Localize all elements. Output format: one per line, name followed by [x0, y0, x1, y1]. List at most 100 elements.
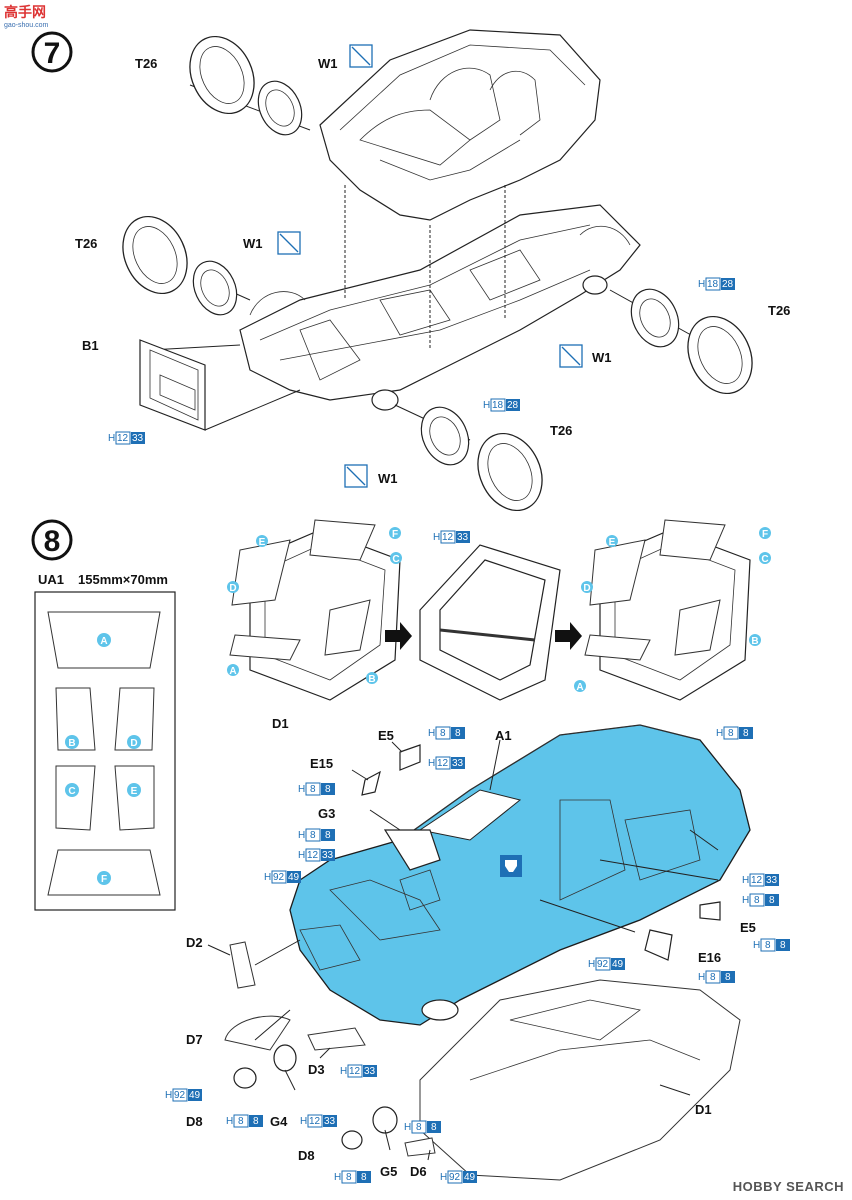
svg-text:8: 8: [440, 728, 446, 739]
label-d3: D3: [308, 1062, 325, 1077]
paint-callout-d8: H 8 8: [226, 1114, 263, 1128]
svg-text:H: H: [433, 532, 440, 543]
svg-text:49: 49: [612, 959, 624, 970]
paint-callout-b1: H 12 33: [108, 431, 145, 445]
small-parts: [224, 744, 721, 1157]
mask-title: UA1: [38, 572, 64, 587]
svg-text:H: H: [753, 940, 760, 951]
svg-text:33: 33: [457, 532, 469, 543]
svg-text:8: 8: [765, 940, 771, 951]
svg-text:8: 8: [455, 728, 461, 739]
svg-text:H: H: [698, 279, 705, 290]
label-g3: G3: [318, 806, 335, 821]
svg-text:8: 8: [238, 1116, 244, 1127]
step-8-number: 8: [44, 525, 61, 558]
paint-callout-body: H 8 8: [716, 726, 753, 740]
paint-callout-side: H 8 8: [742, 893, 779, 907]
svg-text:33: 33: [452, 758, 464, 769]
svg-text:A: A: [229, 666, 236, 677]
svg-text:12: 12: [307, 850, 319, 861]
label-g4: G4: [270, 1114, 288, 1129]
svg-text:49: 49: [464, 1172, 476, 1183]
paint-callout-d6: H 92 49: [440, 1170, 477, 1184]
window-assembled: [584, 519, 751, 701]
svg-text:B: B: [751, 636, 758, 647]
svg-text:8: 8: [431, 1122, 437, 1133]
svg-text:8: 8: [743, 728, 749, 739]
label-w1: W1: [243, 236, 263, 251]
svg-text:E: E: [609, 537, 616, 548]
label-e16: E16: [698, 950, 721, 965]
window-letters: E F C D B A: [227, 527, 402, 685]
leader-lines: [207, 739, 719, 1161]
svg-text:F: F: [762, 529, 768, 540]
label-e5: E5: [740, 920, 756, 935]
paint-callout-wheel: H 18 28: [698, 277, 735, 291]
label-d2: D2: [186, 935, 203, 950]
paint-callout-g4: H 12 33: [300, 1114, 337, 1128]
paint-callout-g5: H 8 8: [334, 1170, 371, 1184]
svg-text:H: H: [340, 1066, 347, 1077]
svg-text:H: H: [298, 850, 305, 861]
paint-callout-hood: H 92 49: [264, 870, 301, 884]
paint-callout-wheel: H 18 28: [483, 398, 520, 412]
svg-text:12: 12: [349, 1066, 361, 1077]
svg-text:12: 12: [442, 532, 454, 543]
cement-icon: [500, 855, 522, 877]
footer-brand: HOBBY SEARCH: [732, 1179, 844, 1194]
interior-tub: [319, 29, 601, 221]
svg-text:8: 8: [769, 895, 775, 906]
svg-text:B: B: [368, 674, 375, 685]
label-w1: W1: [592, 350, 612, 365]
label-w1: W1: [378, 471, 398, 486]
svg-text:12: 12: [751, 875, 763, 886]
label-d6: D6: [410, 1164, 427, 1179]
svg-text:A: A: [576, 682, 583, 693]
svg-text:H: H: [165, 1090, 172, 1101]
svg-text:8: 8: [361, 1172, 367, 1183]
svg-text:A: A: [100, 636, 107, 647]
label-d1: D1: [272, 716, 289, 731]
step-7-badge: [31, 31, 73, 73]
svg-text:12: 12: [117, 433, 129, 444]
label-b1: B1: [82, 338, 99, 353]
svg-text:H: H: [440, 1172, 447, 1183]
svg-text:28: 28: [507, 400, 519, 411]
svg-text:H: H: [298, 830, 305, 841]
wheel-mid-left: [122, 215, 238, 316]
svg-text:D: D: [130, 738, 137, 749]
paint-callout-e15: H 8 8: [298, 782, 335, 796]
wheel-top-left: [189, 35, 303, 136]
svg-text:E: E: [259, 537, 266, 548]
label-d8: D8: [298, 1148, 315, 1163]
paint-callout-g3: H 8 8: [298, 828, 335, 842]
clear-body-d1: [419, 979, 741, 1181]
svg-text:33: 33: [364, 1066, 376, 1077]
label-t26: T26: [550, 423, 572, 438]
paint-callout-e5: H 8 8: [753, 938, 790, 952]
label-e5: E5: [378, 728, 394, 743]
svg-text:49: 49: [189, 1090, 201, 1101]
svg-text:8: 8: [346, 1172, 352, 1183]
svg-text:28: 28: [722, 279, 734, 290]
arrow-icon: [385, 622, 412, 650]
label-d1: D1: [695, 1102, 712, 1117]
svg-text:33: 33: [324, 1116, 336, 1127]
svg-text:12: 12: [309, 1116, 321, 1127]
mask-size: 155mm×70mm: [78, 572, 168, 587]
watermark: 高手网 gao-shou.com: [4, 2, 48, 29]
svg-text:8: 8: [416, 1122, 422, 1133]
watermark-url: gao-shou.com: [4, 22, 49, 29]
step-8: 8 UA1 155mm×70mm A B D C E F: [31, 519, 790, 1184]
label-t26: T26: [768, 303, 790, 318]
paint-callout-lower: H 92 49: [588, 957, 625, 971]
svg-text:C: C: [761, 554, 768, 565]
svg-text:F: F: [392, 529, 398, 540]
paint-callout-g5: H 8 8: [404, 1120, 441, 1134]
svg-text:8: 8: [310, 784, 316, 795]
label-d7: D7: [186, 1032, 203, 1047]
paint-callout-e5: H 8 8: [428, 726, 465, 740]
svg-text:8: 8: [710, 972, 716, 983]
label-w1: W1: [318, 56, 338, 71]
svg-text:H: H: [428, 758, 435, 769]
